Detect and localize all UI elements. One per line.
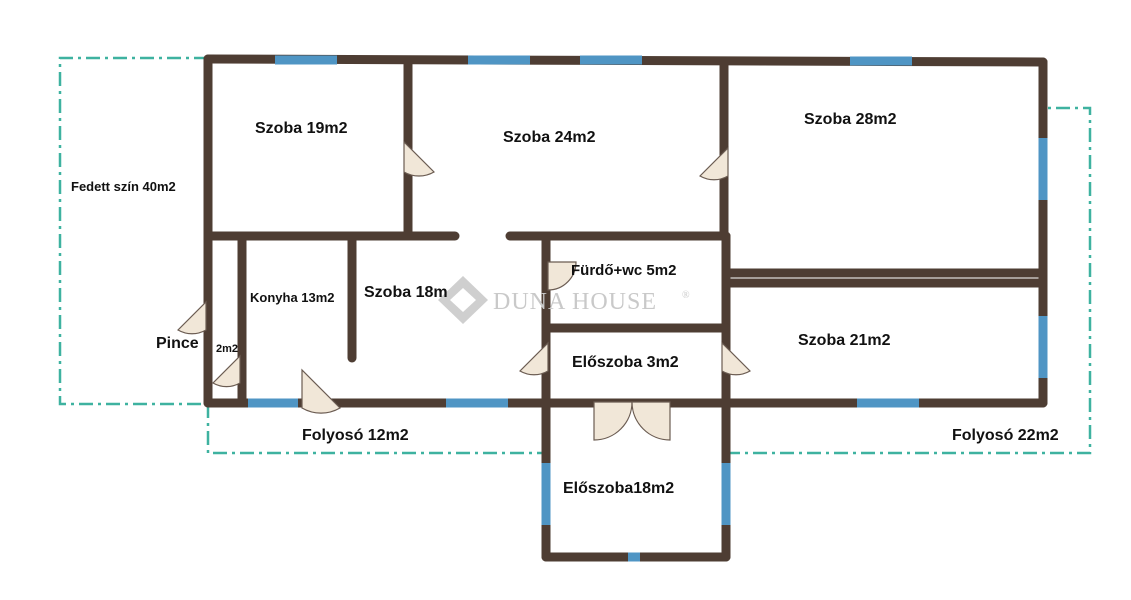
label-szoba-24: Szoba 24m2 xyxy=(503,129,596,146)
door-eloszoba3-right xyxy=(721,341,751,376)
door-pince xyxy=(177,300,207,335)
door-entrance-right xyxy=(631,401,671,441)
watermark-mark: ® xyxy=(682,290,691,301)
folyoso-22-outline xyxy=(726,106,1092,455)
label-pince: Pince xyxy=(156,335,199,352)
windows xyxy=(248,55,1048,562)
label-folyoso-12: Folyosó 12m2 xyxy=(302,427,409,444)
door-furdo xyxy=(547,261,577,291)
label-szoba-19: Szoba 19m2 xyxy=(255,120,348,137)
doors xyxy=(177,140,751,441)
label-folyoso-22: Folyosó 22m2 xyxy=(952,427,1059,444)
label-eloszoba-18: Előszoba18m2 xyxy=(563,480,674,497)
label-konyha: Konyha 13m2 xyxy=(250,290,335,305)
door-szoba19 xyxy=(403,140,435,177)
room-labels: Szoba 19m2 Szoba 24m2 Szoba 28m2 Fedett … xyxy=(71,111,1059,497)
watermark-text: DUNA HOUSE xyxy=(493,289,657,315)
label-szoba-28: Szoba 28m2 xyxy=(804,111,897,128)
door-szoba24 xyxy=(699,146,729,181)
door-eloszoba3-left xyxy=(519,341,549,376)
label-szoba-21: Szoba 21m2 xyxy=(798,332,891,349)
duna-house-logo-inner-icon xyxy=(450,288,476,312)
covered-area-outlines xyxy=(58,56,1092,455)
door-pince-small xyxy=(212,354,241,388)
label-eloszoba-3: Előszoba 3m2 xyxy=(572,354,679,371)
door-konyha xyxy=(301,368,341,414)
door-entrance-left xyxy=(593,401,633,441)
label-fedett-szin: Fedett szín 40m2 xyxy=(71,179,176,194)
folyoso-12-outline xyxy=(206,404,546,455)
label-pince-area: 2m2 xyxy=(216,343,238,355)
duna-house-watermark: DUNA HOUSE ® xyxy=(438,276,691,324)
label-furdo: Fürdő+wc 5m2 xyxy=(571,262,676,279)
fedett-szin-outline xyxy=(58,56,208,406)
label-szoba-18: Szoba 18m xyxy=(364,284,448,301)
